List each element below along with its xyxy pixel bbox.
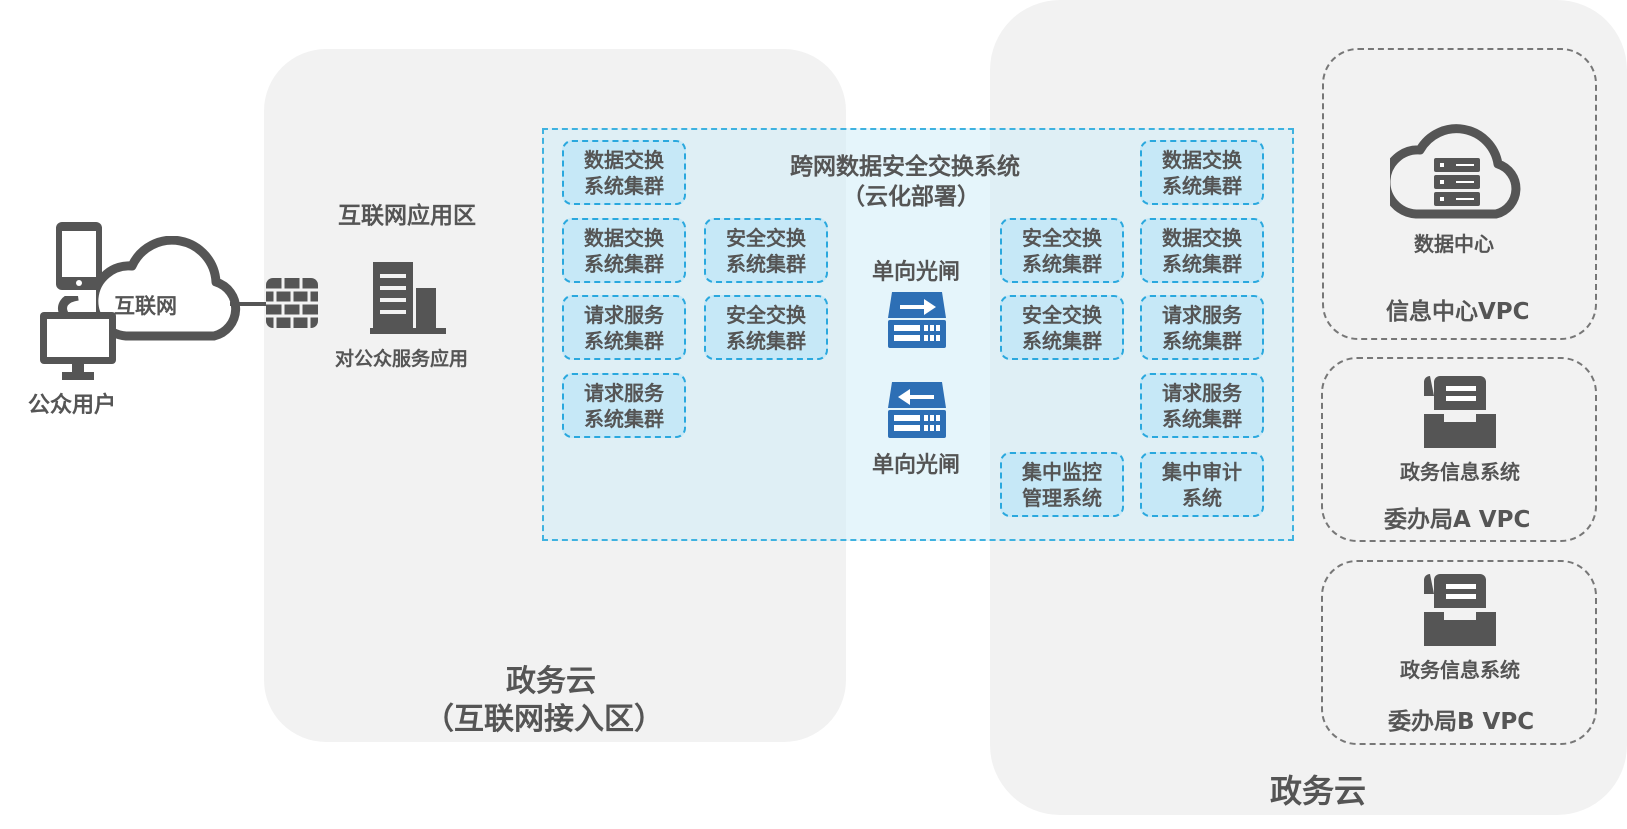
mobile-phone-icon (56, 222, 102, 290)
one-way-gate-forward-icon (888, 292, 946, 348)
firewall-icon (266, 278, 318, 328)
cluster-central-monitoring: 集中监控 管理系统 (1000, 452, 1124, 517)
cluster-request-service: 请求服务 系统集群 (1140, 373, 1264, 438)
exchange-system-title: 跨网数据安全交换系统 (790, 154, 1020, 180)
gov-cloud-footer-title: 政务云 (1270, 772, 1367, 810)
cluster-data-exchange: 数据交换 系统集群 (562, 140, 686, 205)
public-service-app-label: 对公众服务应用 (335, 348, 469, 370)
internet-app-zone-title: 互联网应用区 (338, 203, 476, 229)
internet-label: 互联网 (114, 294, 177, 318)
gov-info-system-icon (1424, 376, 1496, 448)
info-center-vpc-name: 信息中心VPC (1386, 299, 1530, 325)
info-center-vpc (1322, 48, 1597, 340)
gov-info-system-icon (1424, 574, 1496, 646)
cluster-data-exchange: 数据交换 系统集群 (1140, 218, 1264, 283)
internet-zone-footer-title: 政务云 (506, 664, 596, 699)
gate-top-label: 单向光闸 (872, 260, 961, 285)
cluster-central-audit: 集中审计 系统 (1140, 452, 1264, 517)
connector-line (230, 302, 270, 306)
gov-info-system-label: 政务信息系统 (1400, 460, 1520, 484)
bureau-b-vpc (1321, 560, 1597, 745)
cluster-request-service: 请求服务 系统集群 (562, 295, 686, 360)
exchange-system-subtitle: （云化部署） (842, 184, 980, 210)
one-way-gate-reverse-icon (888, 382, 946, 438)
bureau-a-vpc-name: 委办局A VPC (1384, 507, 1531, 533)
cluster-data-exchange: 数据交换 系统集群 (562, 218, 686, 283)
cluster-request-service: 请求服务 系统集群 (562, 373, 686, 438)
bureau-a-vpc (1321, 357, 1597, 542)
cluster-security-exchange: 安全交换 系统集群 (1000, 218, 1124, 283)
data-center-cloud-icon (1390, 124, 1521, 219)
desktop-monitor-icon (40, 296, 116, 380)
cluster-security-exchange: 安全交换 系统集群 (704, 218, 828, 283)
public-users-label: 公众用户 (28, 393, 117, 418)
bureau-b-vpc-name: 委办局B VPC (1388, 709, 1535, 735)
cluster-request-service: 请求服务 系统集群 (1140, 295, 1264, 360)
data-center-label: 数据中心 (1414, 232, 1494, 256)
gate-bottom-label: 单向光闸 (872, 453, 961, 478)
cluster-security-exchange: 安全交换 系统集群 (704, 295, 828, 360)
internet-zone-footer-subtitle: （互联网接入区） (424, 702, 664, 737)
gov-info-system-label: 政务信息系统 (1400, 658, 1520, 682)
building-server-icon (370, 262, 446, 334)
cluster-data-exchange: 数据交换 系统集群 (1140, 140, 1264, 205)
cluster-security-exchange: 安全交换 系统集群 (1000, 295, 1124, 360)
